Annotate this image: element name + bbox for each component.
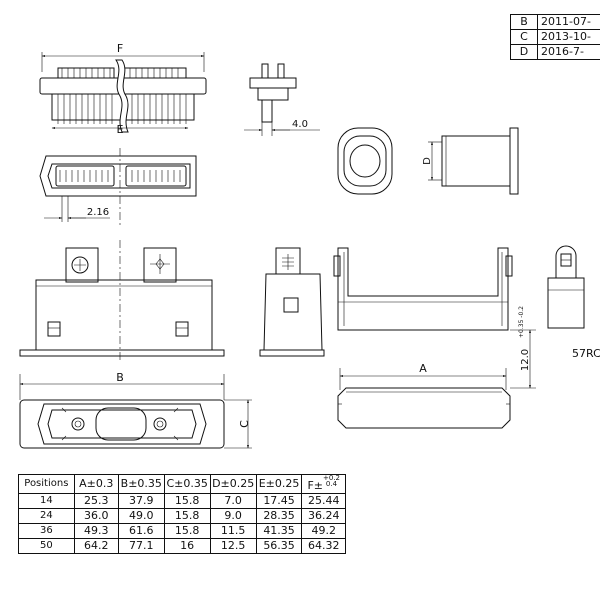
dimension-D-label: D bbox=[422, 157, 433, 165]
receptacle-front-view: 2.16 bbox=[39, 148, 197, 228]
cover-side-view: A 12.0 +0.35 -0.2 bbox=[337, 306, 536, 429]
table-cell: 36.24 bbox=[301, 508, 346, 524]
table-cell: 14 bbox=[18, 493, 75, 509]
revision-letter: B bbox=[510, 14, 538, 30]
table-row: 14 25.3 37.9 15.8 7.0 17.45 25.44 bbox=[18, 493, 346, 509]
revision-row: C 2013-10- bbox=[510, 29, 600, 45]
table-cell: 28.35 bbox=[255, 508, 303, 524]
header-f-tol-lower: 0.4 bbox=[325, 480, 338, 488]
table-cell: 11.5 bbox=[209, 523, 257, 539]
revision-date: 2016-7- bbox=[537, 44, 600, 60]
side-pin-view: 4.0 bbox=[244, 63, 320, 136]
table-cell: 49.3 bbox=[73, 523, 119, 539]
panel-side-view bbox=[259, 247, 325, 357]
dimension-2-16-label: 2.16 bbox=[87, 207, 109, 218]
latch-view: 57RC bbox=[547, 245, 600, 360]
dimension-E-label: E bbox=[117, 123, 124, 136]
table-cell: 12.5 bbox=[209, 538, 257, 554]
table-row: 50 64.2 77.1 16 12.5 56.35 64.32 bbox=[18, 538, 346, 554]
table-cell: 56.35 bbox=[255, 538, 303, 554]
front-view-top: F E bbox=[39, 42, 207, 136]
revision-row: B 2011-07- bbox=[510, 14, 600, 30]
dimension-4-0-label: 4.0 bbox=[292, 119, 308, 130]
header-a: A±0.3 bbox=[73, 474, 119, 494]
part-number-label: 57RC bbox=[572, 347, 600, 360]
table-cell: 36 bbox=[18, 523, 75, 539]
dimension-B-label: B bbox=[116, 371, 124, 384]
header-f-tol-upper: +0.2 bbox=[322, 474, 340, 482]
table-cell: 50 bbox=[18, 538, 75, 554]
table-cell: 36.0 bbox=[73, 508, 119, 524]
header-c: C±0.35 bbox=[163, 474, 211, 494]
header-e: E±0.25 bbox=[255, 474, 303, 494]
revision-row: D 2016-7- bbox=[510, 44, 600, 60]
table-cell: 61.6 bbox=[117, 523, 165, 539]
header-f-text: F± bbox=[307, 479, 323, 492]
table-cell: 9.0 bbox=[209, 508, 257, 524]
mating-face-view: B C bbox=[19, 371, 252, 449]
table-header-row: Positions A±0.3 B±0.35 C±0.35 D±0.25 E±0… bbox=[18, 474, 346, 494]
revision-date: 2011-07- bbox=[537, 14, 600, 30]
table-cell: 16 bbox=[163, 538, 211, 554]
header-d: D±0.25 bbox=[209, 474, 257, 494]
table-cell: 41.35 bbox=[255, 523, 303, 539]
bracket-view bbox=[333, 247, 513, 331]
table-row: 36 49.3 61.6 15.8 11.5 41.35 49.2 bbox=[18, 523, 346, 539]
cap-side-view: D bbox=[422, 127, 519, 195]
table-cell: 25.44 bbox=[301, 493, 346, 509]
table-cell: 15.8 bbox=[163, 508, 211, 524]
table-cell: 7.0 bbox=[209, 493, 257, 509]
table-cell: 49.0 bbox=[117, 508, 165, 524]
dimension-table: Positions A±0.3 B±0.35 C±0.35 D±0.25 E±0… bbox=[18, 474, 346, 554]
table-row: 24 36.0 49.0 15.8 9.0 28.35 36.24 bbox=[18, 508, 346, 524]
revision-letter: C bbox=[510, 29, 538, 45]
table-cell: 64.2 bbox=[73, 538, 119, 554]
revision-table: B 2011-07- C 2013-10- D 2016-7- bbox=[510, 14, 600, 60]
table-cell: 25.3 bbox=[73, 493, 119, 509]
revision-date: 2013-10- bbox=[537, 29, 600, 45]
panel-mount-front-view bbox=[19, 240, 225, 362]
dimension-A-label: A bbox=[419, 362, 427, 375]
table-cell: 77.1 bbox=[117, 538, 165, 554]
dimension-12-0-tolerance: +0.35 -0.2 bbox=[518, 306, 525, 338]
table-cell: 17.45 bbox=[255, 493, 303, 509]
table-cell: 24 bbox=[18, 508, 75, 524]
table-cell: 49.2 bbox=[301, 523, 346, 539]
table-cell: 15.8 bbox=[163, 523, 211, 539]
header-b: B±0.35 bbox=[117, 474, 165, 494]
dimension-C-label: C bbox=[238, 420, 251, 428]
cap-front-view bbox=[337, 127, 393, 195]
revision-letter: D bbox=[510, 44, 538, 60]
dimension-F-label: F bbox=[117, 42, 123, 55]
table-cell: 37.9 bbox=[117, 493, 165, 509]
dimension-12-0-label: 12.0 bbox=[520, 349, 531, 371]
header-positions: Positions bbox=[18, 474, 75, 494]
table-cell: 15.8 bbox=[163, 493, 211, 509]
table-cell: 64.32 bbox=[301, 538, 346, 554]
